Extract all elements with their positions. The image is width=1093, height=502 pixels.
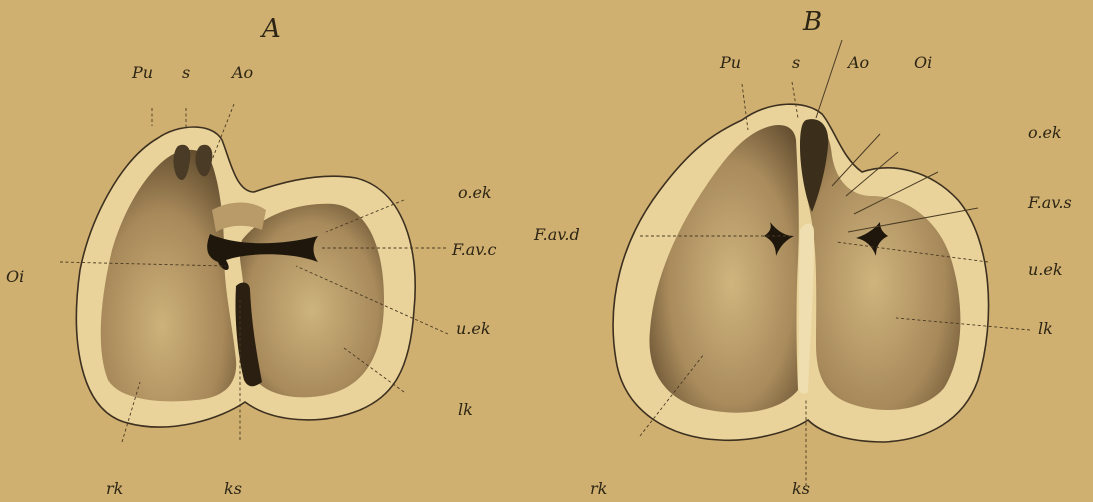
panel-a-label-favc: F.av.c <box>451 240 496 259</box>
panel-b-label-favs: F.av.s <box>1027 193 1072 212</box>
panel-a-label-lk: lk <box>458 400 473 419</box>
panel-a-title: A <box>260 14 281 44</box>
panel-b-label-uek: u.ek <box>1028 260 1063 279</box>
panel-b-label-lk: lk <box>1038 319 1053 338</box>
panel-a-label-ao: Ao <box>230 63 253 82</box>
panel-a-label-pu: Pu <box>131 63 153 82</box>
panel-b-label-oek: o.ek <box>1028 123 1062 142</box>
panel-b-label-ao: Ao <box>846 53 869 72</box>
panel-b-label-ks: ks <box>792 479 810 498</box>
panel-b-label-pu: Pu <box>719 53 741 72</box>
panel-a-label-ks: ks <box>224 479 242 498</box>
panel-a-label-oi: Oi <box>6 267 24 286</box>
panel-b-right-chamber <box>649 125 798 413</box>
panel-b-label-favd: F.av.d <box>533 225 580 244</box>
panel-a-label-rk: rk <box>106 479 123 498</box>
panel-b-label-s: s <box>792 53 800 72</box>
panel-a-left-chamber <box>240 204 384 398</box>
panel-b: B Pu s Ao Oi o.ek F.av <box>533 7 1072 498</box>
panel-a-label-s: s <box>182 63 190 82</box>
panel-a-label-oek: o.ek <box>458 183 492 202</box>
panel-b-title: B <box>802 7 822 37</box>
panel-a-label-uek: u.ek <box>456 319 491 338</box>
panel-a: A Pu s Ao o.ek F.av.c Oi u.e <box>6 14 496 498</box>
panel-b-label-rk: rk <box>590 479 607 498</box>
panel-b-label-oi: Oi <box>914 53 932 72</box>
